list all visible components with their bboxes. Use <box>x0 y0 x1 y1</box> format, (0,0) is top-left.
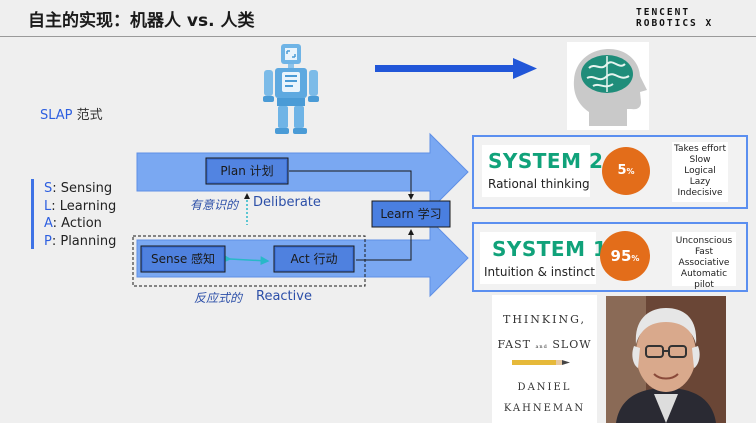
deliberate-label-en: Deliberate <box>253 195 321 210</box>
plan-to-learn-connector <box>289 170 414 200</box>
pencil-icon <box>512 360 570 365</box>
book-title-line1: THINKING, <box>503 313 586 326</box>
book-author-first: DANIEL <box>517 382 572 393</box>
system2-name: SYSTEM 2 <box>488 149 604 173</box>
system1-label-panel <box>480 232 596 284</box>
reactive-label-en: Reactive <box>256 289 312 304</box>
author-portrait <box>606 296 726 423</box>
system2-subtitle: Rational thinking <box>488 177 590 191</box>
brain-head-icon <box>567 42 649 130</box>
slide-title: 自主的实现：机器人 vs. 人类 <box>28 11 255 31</box>
plan-node: Plan 计划 <box>220 164 274 178</box>
robot-icon <box>263 44 319 134</box>
slap-title-en: SLAP <box>40 108 73 123</box>
act-to-learn-connector <box>356 229 414 261</box>
learn-node: Learn 学习 <box>380 207 442 221</box>
book-author-last: KAHNEMAN <box>503 403 586 414</box>
sense-act-link <box>222 254 270 266</box>
system1-percent: 95% <box>600 231 650 281</box>
slap-item-sensing: S: Sensing <box>44 181 113 196</box>
slap-accent-bar <box>31 179 34 249</box>
brand-line-1: TENCENT <box>636 7 691 18</box>
reactive-frame <box>132 235 366 287</box>
deliberate-label-cn: 有意识的 <box>190 198 239 212</box>
slap-title: SLAP 范式 <box>40 104 103 123</box>
brand-logo: TENCENT ROBOTICS X <box>636 7 713 29</box>
reactive-label-cn: 反应式的 <box>194 291 243 305</box>
system2-label-panel <box>482 145 590 197</box>
title-divider <box>0 36 756 37</box>
slap-list: S: Sensing L: Learning A: Action P: Plan… <box>44 180 116 250</box>
system2-box: SYSTEM 2 Rational thinking 5% Takes effo… <box>472 135 748 209</box>
slap-item-planning: P: Planning <box>44 233 117 249</box>
slap-item-learning: L: Learning <box>44 198 117 214</box>
slap-item-action: A: Action <box>44 216 102 231</box>
deliberate-arrow <box>136 132 469 212</box>
slap-title-cn: 范式 <box>76 108 103 123</box>
system1-box: SYSTEM 1 Intuition & instinct 95% Uncons… <box>472 222 748 292</box>
system1-traits: Unconscious Fast Associative Automatic p… <box>672 232 736 290</box>
system1-subtitle: Intuition & instinct <box>484 265 595 279</box>
book-title-line2: FAST and SLOW <box>497 338 592 351</box>
act-node: Act 行动 <box>290 252 338 266</box>
system1-name: SYSTEM 1 <box>492 237 608 261</box>
robot-to-human-arrow <box>375 58 537 79</box>
book-cover: THINKING, FAST and SLOW DANIEL KAHNEMAN <box>492 295 597 423</box>
system2-percent: 5% <box>602 147 650 195</box>
brand-line-2: ROBOTICS X <box>636 18 714 29</box>
sense-node: Sense 感知 <box>150 252 216 266</box>
system2-traits: Takes effort Slow Logical Lazy Indecisiv… <box>672 142 728 202</box>
